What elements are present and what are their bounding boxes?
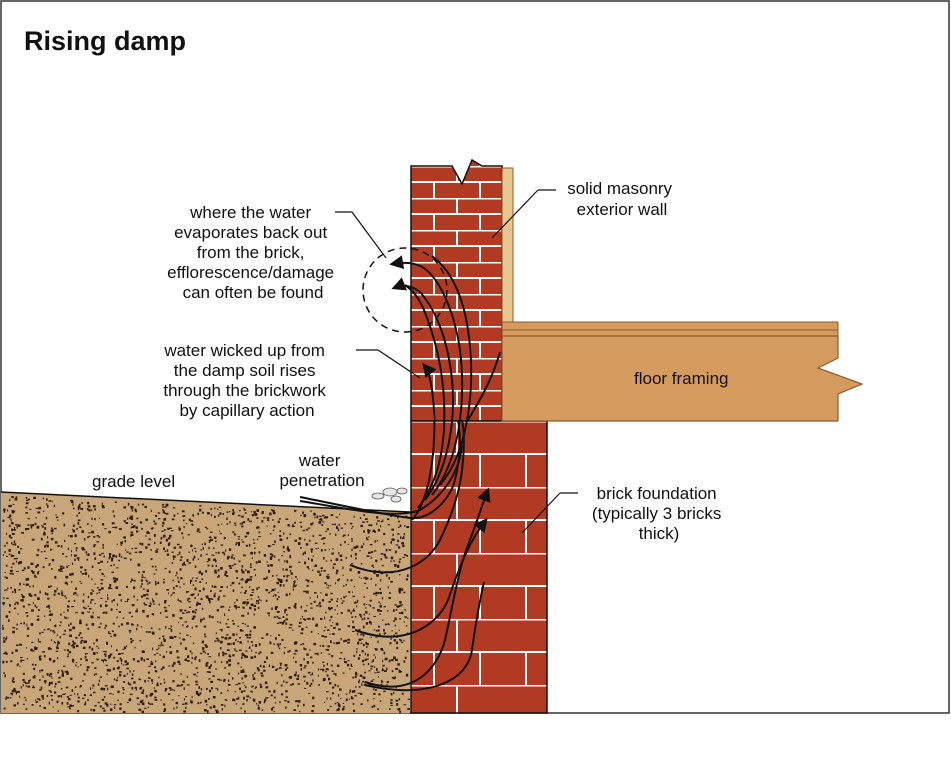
floor-framing [501,335,864,422]
gravel [371,487,408,503]
capillary-flow-lines [299,255,501,692]
soil-speckles [2,496,411,714]
grade-level-label: grade level [92,472,175,491]
evaporation-zone [362,247,448,333]
penetration-label: water penetration [279,451,364,490]
page-title: Rising damp [24,26,186,56]
floor-decking-lower [501,329,839,337]
foundation-label: brick foundation (typically 3 bricks thi… [592,484,726,543]
floor-framing-label: floor framing [634,369,728,388]
evaporation-label: where the water evaporates back out from… [167,203,339,302]
wall-plaster [501,167,514,331]
wall-label: solid masonry exterior wall [567,179,677,219]
soil [1,492,410,713]
floor-decking [501,321,839,331]
wicking-label: water wicked up from the damp soil rises… [163,341,330,420]
